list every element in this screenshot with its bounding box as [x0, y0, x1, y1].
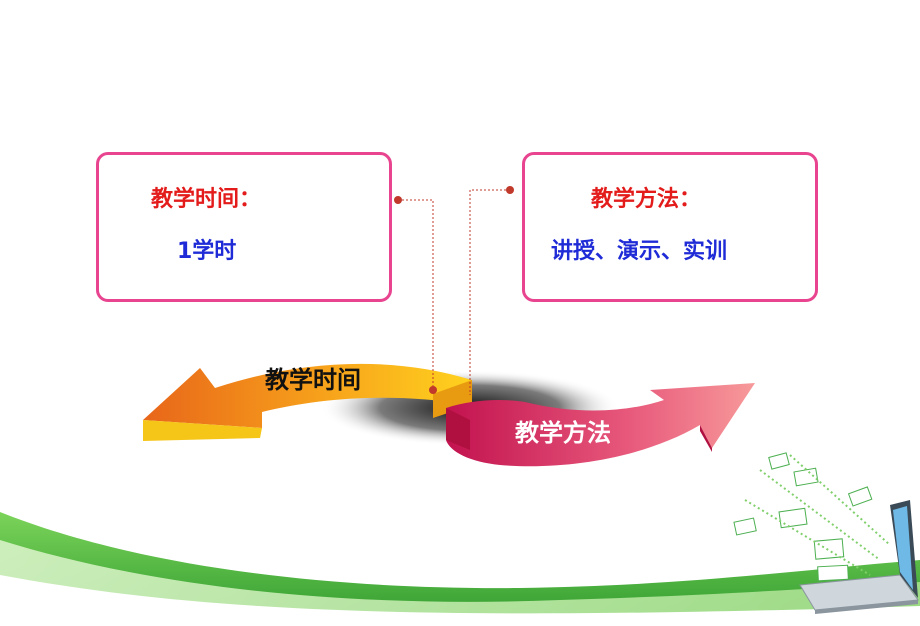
teaching-method-value: 讲授、演示、实训 — [551, 239, 728, 264]
laptop-email-icon — [733, 452, 919, 614]
arrow-left-time — [143, 363, 472, 441]
connector-dot-right — [506, 186, 514, 194]
teaching-time-value: 1学时 — [177, 239, 237, 264]
arrow-right-method — [446, 383, 755, 467]
arrow-right-label: 教学方法 — [515, 419, 611, 447]
arrow-left-label: 教学时间 — [265, 366, 361, 394]
teaching-time-title: 教学时间： — [151, 187, 262, 212]
connector-dot-left — [394, 196, 402, 204]
teaching-method-box: 教学方法： 讲授、演示、实训 — [522, 152, 818, 302]
green-wave-decoration — [0, 512, 920, 626]
connector-dot-left-end — [429, 386, 437, 394]
connector-lines — [398, 189, 510, 395]
teaching-time-box: 教学时间： 1学时 — [96, 152, 392, 302]
teaching-method-title: 教学方法： — [591, 187, 702, 212]
